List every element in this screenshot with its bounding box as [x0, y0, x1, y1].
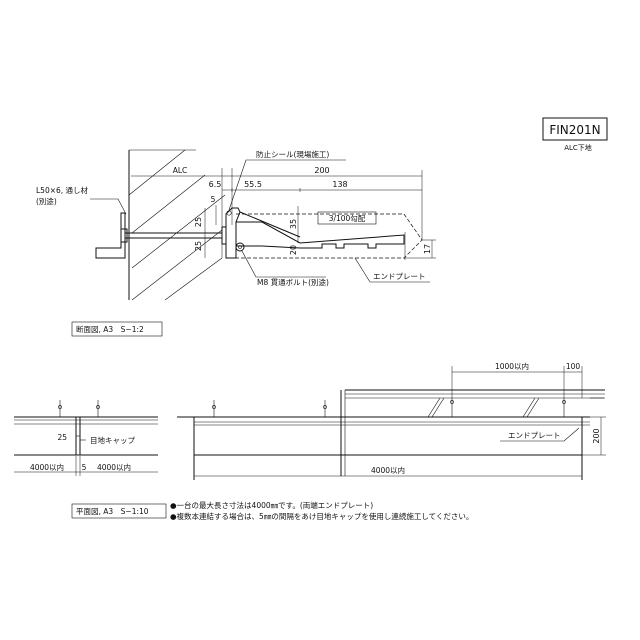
title-box — [542, 117, 608, 141]
dim-6-5: 6.5 — [209, 180, 222, 189]
plan-note-2: ●複数本連結する場合は、5㎜の間隔をあけ目地キャップを使用し連続施工してください… — [170, 511, 473, 521]
bolt-nut-left — [120, 228, 128, 243]
dim-25-upper: 25 — [194, 217, 203, 227]
angle-leader — [90, 198, 127, 215]
plan-dim-4000-c: 4000以内 — [371, 465, 405, 475]
section-caption-box — [71, 321, 163, 337]
dim-25-lower: 25 — [194, 241, 203, 251]
dim-138: 138 — [332, 180, 347, 189]
plan-end-plate-leader — [500, 427, 580, 442]
bolt-leader — [241, 250, 326, 278]
drawing-subtitle: ALC下地 — [564, 143, 592, 152]
joint-cap-label: 目地キャップ — [90, 435, 135, 445]
dim-5: 5 — [211, 195, 216, 204]
dim-17: 17 — [423, 244, 432, 254]
profile-web — [239, 211, 301, 238]
section-caption: 断面図, A3 S−1:2 — [76, 324, 144, 334]
plan-dim-200: 200 — [592, 428, 601, 443]
profile-mount — [225, 207, 241, 259]
dim-20: 20 — [289, 245, 298, 255]
bolt-marks-left — [58, 400, 100, 417]
alc-hatching — [128, 149, 226, 301]
angle-label: L50×6, 通し材 — [36, 185, 89, 195]
dim-35: 35 — [289, 219, 298, 229]
plan-end-plate-label: エンドプレート — [508, 431, 561, 440]
plan-note-1: ●一台の最大長さ寸法は4000㎜です。(両端エンドプレート) — [170, 500, 373, 510]
seal-bead — [226, 210, 232, 216]
section-view: ALC 200 6.5 55.5 138 防止シール(現場施工) 3/100勾配 — [36, 149, 436, 337]
bolt-marks-main — [212, 400, 327, 417]
plan-dim-4000-b: 4000以内 — [97, 462, 131, 472]
bolt-label: M8 貫通ボルト(別途) — [257, 277, 329, 287]
angle-note: (別途) — [36, 196, 57, 206]
bolt-washer-right — [221, 226, 227, 245]
profile-blade — [236, 221, 405, 249]
plan-caption-box — [71, 503, 167, 519]
slope-label: 3/100勾配 — [329, 213, 366, 223]
end-plate-leader — [354, 257, 430, 283]
plan-dim-4000-a: 4000以内 — [30, 462, 64, 472]
plan-dim-25: 25 — [57, 433, 67, 442]
alc-label: ALC — [173, 166, 188, 175]
plan-caption: 平面図, A3 S−1:10 — [76, 507, 149, 516]
plan-dim-1000: 1000以内 — [495, 361, 529, 371]
title-block: FIN201N ALC下地 — [542, 117, 608, 152]
plan-dim-100: 100 — [566, 362, 581, 371]
dim-200: 200 — [314, 166, 329, 175]
seal-leader — [228, 159, 346, 211]
slope-box — [317, 211, 377, 225]
seal-label: 防止シール(現場施工) — [256, 149, 329, 159]
angle-l50x6 — [95, 212, 126, 259]
plan-view: 25 目地キャップ 4000以内 5 4000以内 — [14, 361, 606, 521]
dim-55-5: 55.5 — [244, 180, 262, 189]
end-plate-label: エンドプレート — [373, 272, 426, 281]
bolt-head-icon — [235, 242, 245, 252]
plan-dim-5: 5 — [82, 463, 87, 472]
support-brackets — [427, 397, 566, 418]
drawing-code: FIN201N — [549, 123, 600, 137]
